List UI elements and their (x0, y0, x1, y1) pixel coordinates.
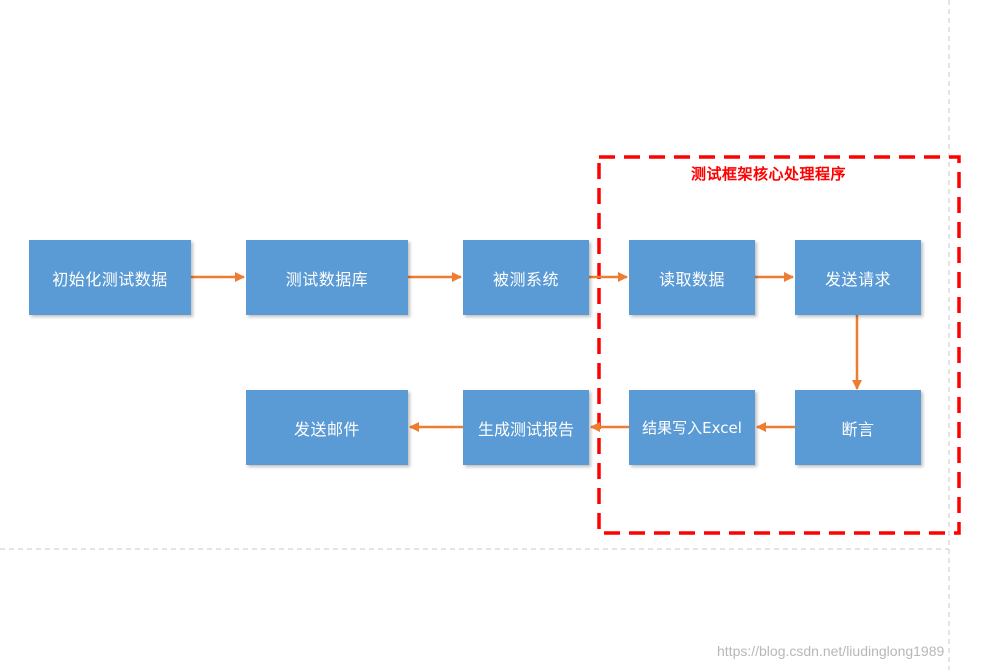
node-assert[interactable]: 断言 (795, 390, 921, 465)
node-test-database[interactable]: 测试数据库 (246, 240, 408, 315)
node-write-excel[interactable]: 结果写入Excel (629, 390, 755, 465)
group-label: 测试框架核心处理程序 (691, 165, 847, 183)
group-border (597, 155, 961, 535)
node-init-test-data[interactable]: 初始化测试数据 (29, 240, 191, 315)
node-generate-report[interactable]: 生成测试报告 (463, 390, 589, 465)
watermark-url: https://blog.csdn.net/liudinglong1989 (717, 643, 945, 659)
node-send-request[interactable]: 发送请求 (795, 240, 921, 315)
node-send-mail[interactable]: 发送邮件 (246, 390, 408, 465)
node-system-under-test[interactable]: 被测系统 (463, 240, 589, 315)
node-read-data[interactable]: 读取数据 (629, 240, 755, 315)
